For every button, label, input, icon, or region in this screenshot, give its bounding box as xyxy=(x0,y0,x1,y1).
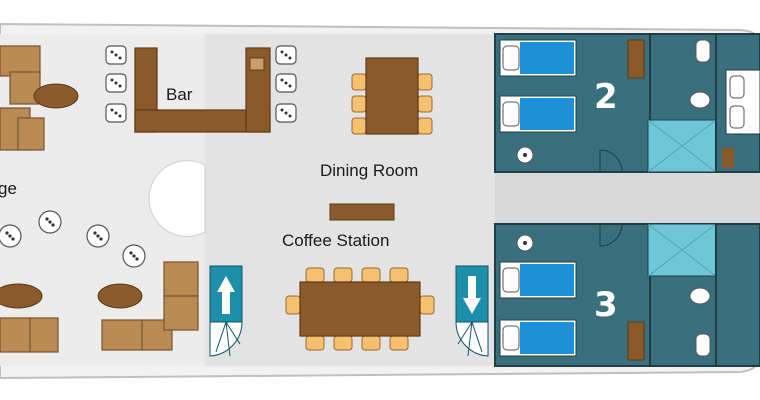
coffee-table-lower-right xyxy=(97,283,143,309)
bar-counter xyxy=(134,47,271,133)
dining-chairs-upper xyxy=(351,73,433,135)
arrow-down-icon xyxy=(463,276,481,314)
dining-chairs-lower xyxy=(285,267,435,351)
cabin-2 xyxy=(494,33,717,173)
sofa-lower-left xyxy=(0,317,59,353)
cabin-3 xyxy=(494,223,717,367)
cabin-2-number: 2 xyxy=(594,77,618,117)
partition-curve xyxy=(148,160,206,237)
bar-label: Bar xyxy=(166,85,193,104)
dining-table-lower xyxy=(299,281,421,337)
corridor xyxy=(495,172,760,224)
dining-room-label: Dining Room xyxy=(320,161,418,180)
bar-register xyxy=(249,57,265,71)
coffee-station-counter xyxy=(329,203,395,221)
sofa-upper xyxy=(0,45,45,151)
cabin-partial-right xyxy=(715,33,760,367)
arrow-up-icon xyxy=(217,276,235,314)
sofa-lower-right xyxy=(101,261,199,351)
coffee-table-upper xyxy=(33,83,79,109)
lounge-label: ge xyxy=(0,179,17,198)
coffee-table-lower-left xyxy=(0,283,43,309)
cabin-3-number: 3 xyxy=(594,285,618,325)
dining-table-upper xyxy=(365,57,419,135)
coffee-station-label: Coffee Station xyxy=(282,231,389,250)
